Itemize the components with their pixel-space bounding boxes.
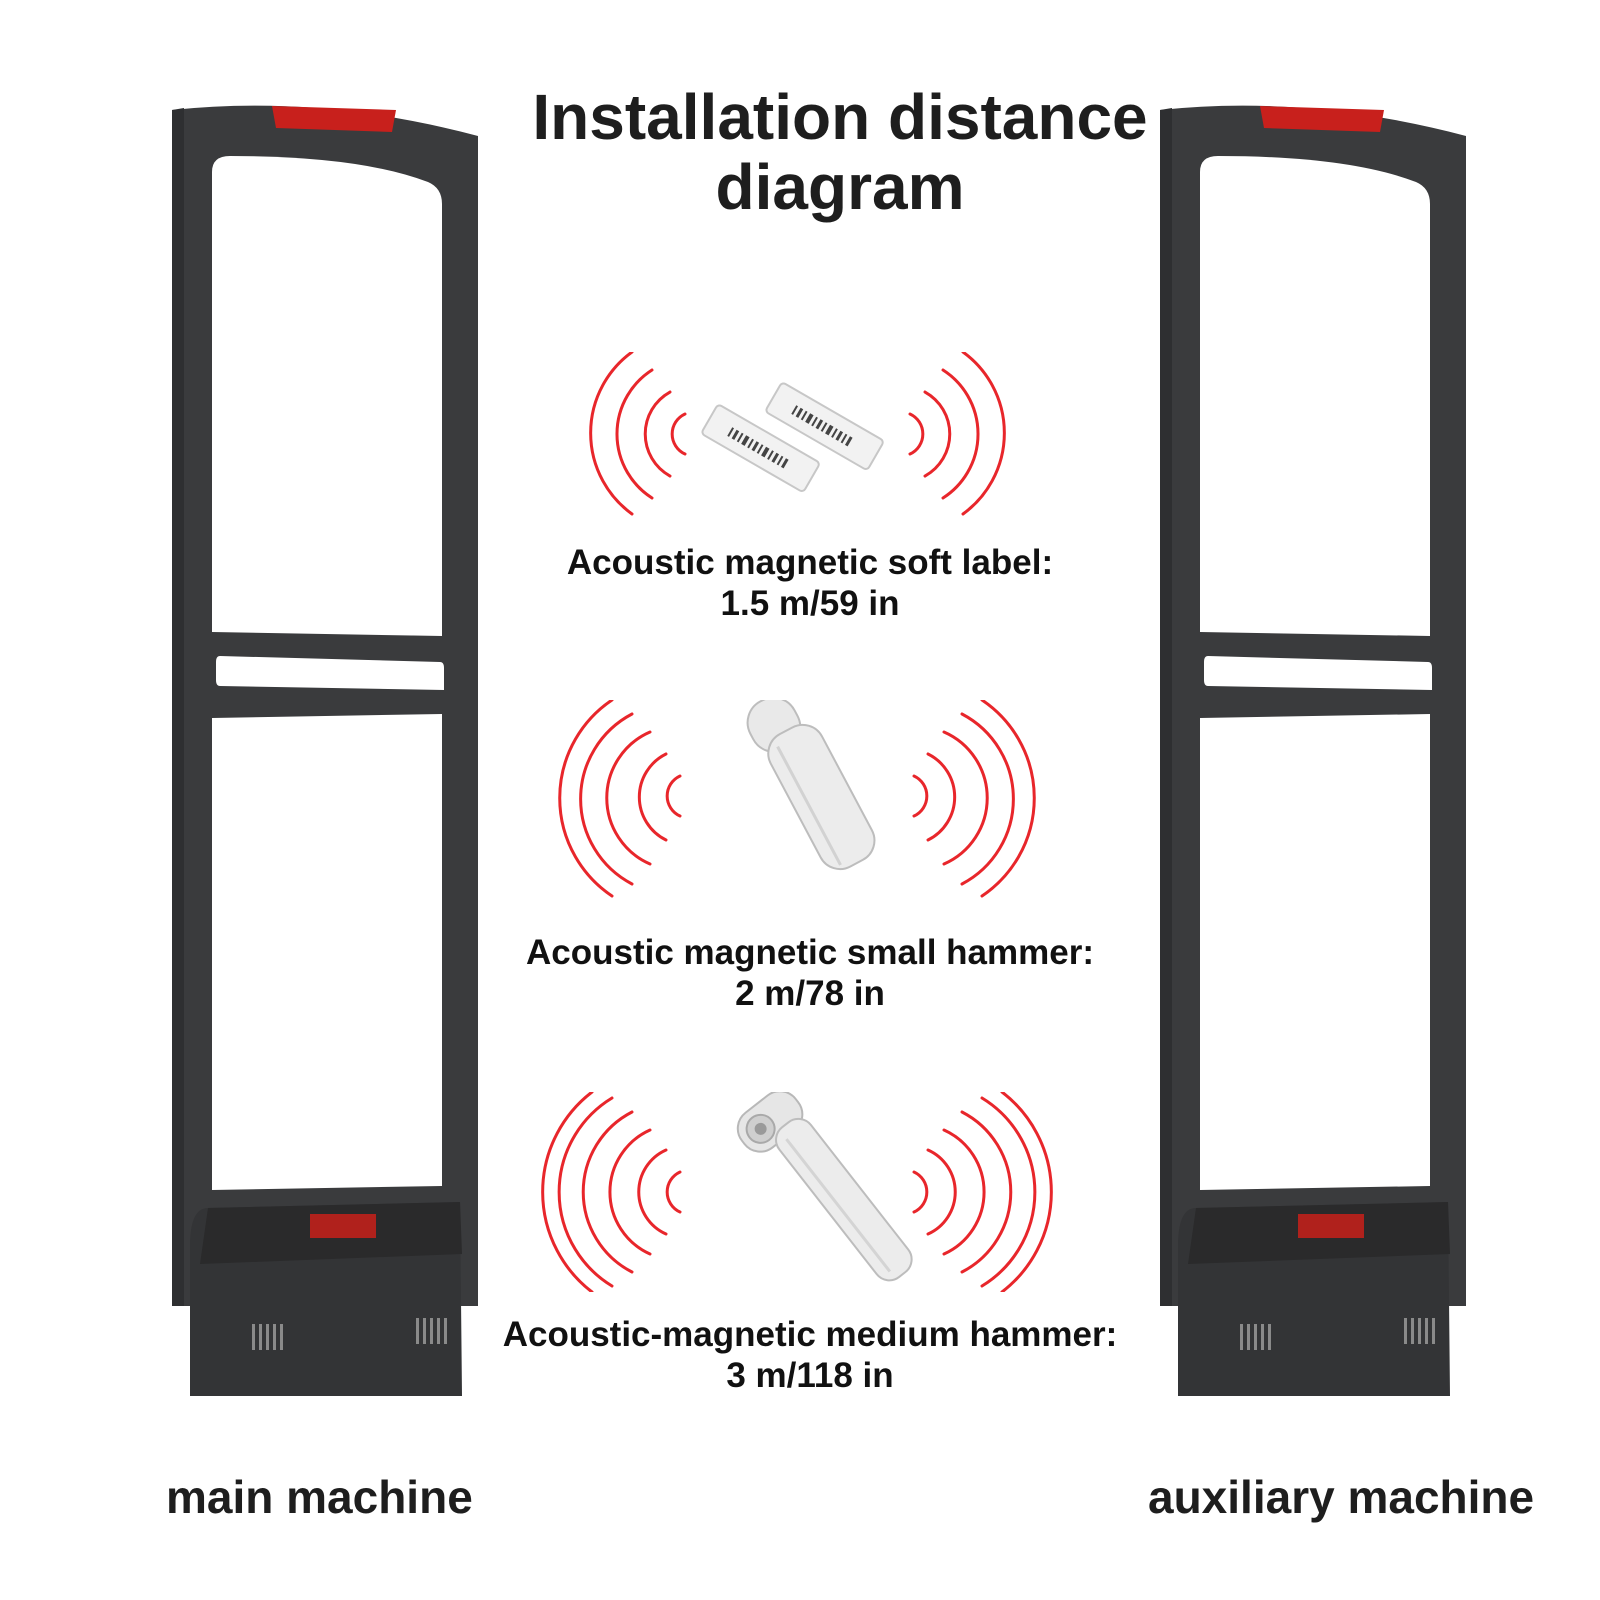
soft-label-caption: Acoustic magnetic soft label: 1.5 m/59 i… bbox=[480, 542, 1140, 624]
left-wave-icon bbox=[541, 1092, 682, 1292]
tag-soft-label: Acoustic magnetic soft label: 1.5 m/59 i… bbox=[480, 352, 1140, 632]
tag-name: Acoustic-magnetic medium hammer: bbox=[502, 1315, 1118, 1354]
tag-name: Acoustic magnetic soft label: bbox=[566, 543, 1054, 582]
auxiliary-gate-antenna-icon bbox=[1160, 105, 1466, 1397]
medium-hammer-caption: Acoustic-magnetic medium hammer: 3 m/118… bbox=[480, 1314, 1140, 1396]
title-line-2: diagram bbox=[715, 151, 965, 223]
soft-label-icon bbox=[701, 382, 884, 492]
main-machine-gate bbox=[160, 96, 490, 1436]
tag-small-hammer: Acoustic magnetic small hammer: 2 m/78 i… bbox=[480, 700, 1140, 1020]
small-hammer-tag-icon bbox=[746, 700, 876, 871]
small-hammer-waves bbox=[558, 700, 1036, 898]
title-line-1: Installation distance bbox=[532, 81, 1148, 153]
left-wave-icon bbox=[558, 700, 682, 898]
main-machine-label: main machine bbox=[166, 1471, 473, 1523]
diagram-title: Installation distance diagram bbox=[500, 82, 1180, 222]
medium-hammer-waves bbox=[541, 1092, 1053, 1292]
small-hammer-caption: Acoustic magnetic small hammer: 2 m/78 i… bbox=[480, 932, 1140, 1014]
left-wave-icon bbox=[589, 352, 687, 516]
medium-hammer-tag-icon bbox=[736, 1092, 913, 1282]
tag-medium-hammer: Acoustic-magnetic medium hammer: 3 m/118… bbox=[480, 1092, 1140, 1412]
auxiliary-machine-label: auxiliary machine bbox=[1148, 1471, 1535, 1523]
main-gate-antenna-icon bbox=[172, 105, 478, 1397]
right-wave-icon bbox=[912, 700, 1036, 898]
right-wave-icon bbox=[908, 352, 1006, 516]
tag-distance: 1.5 m/59 in bbox=[720, 584, 900, 623]
tag-distance: 3 m/118 in bbox=[726, 1356, 894, 1395]
auxiliary-machine-gate bbox=[1148, 96, 1478, 1436]
soft-label-waves bbox=[589, 352, 1006, 516]
tag-name: Acoustic magnetic small hammer: bbox=[526, 933, 1094, 972]
right-wave-icon bbox=[912, 1092, 1053, 1292]
tag-distance: 2 m/78 in bbox=[735, 974, 885, 1013]
